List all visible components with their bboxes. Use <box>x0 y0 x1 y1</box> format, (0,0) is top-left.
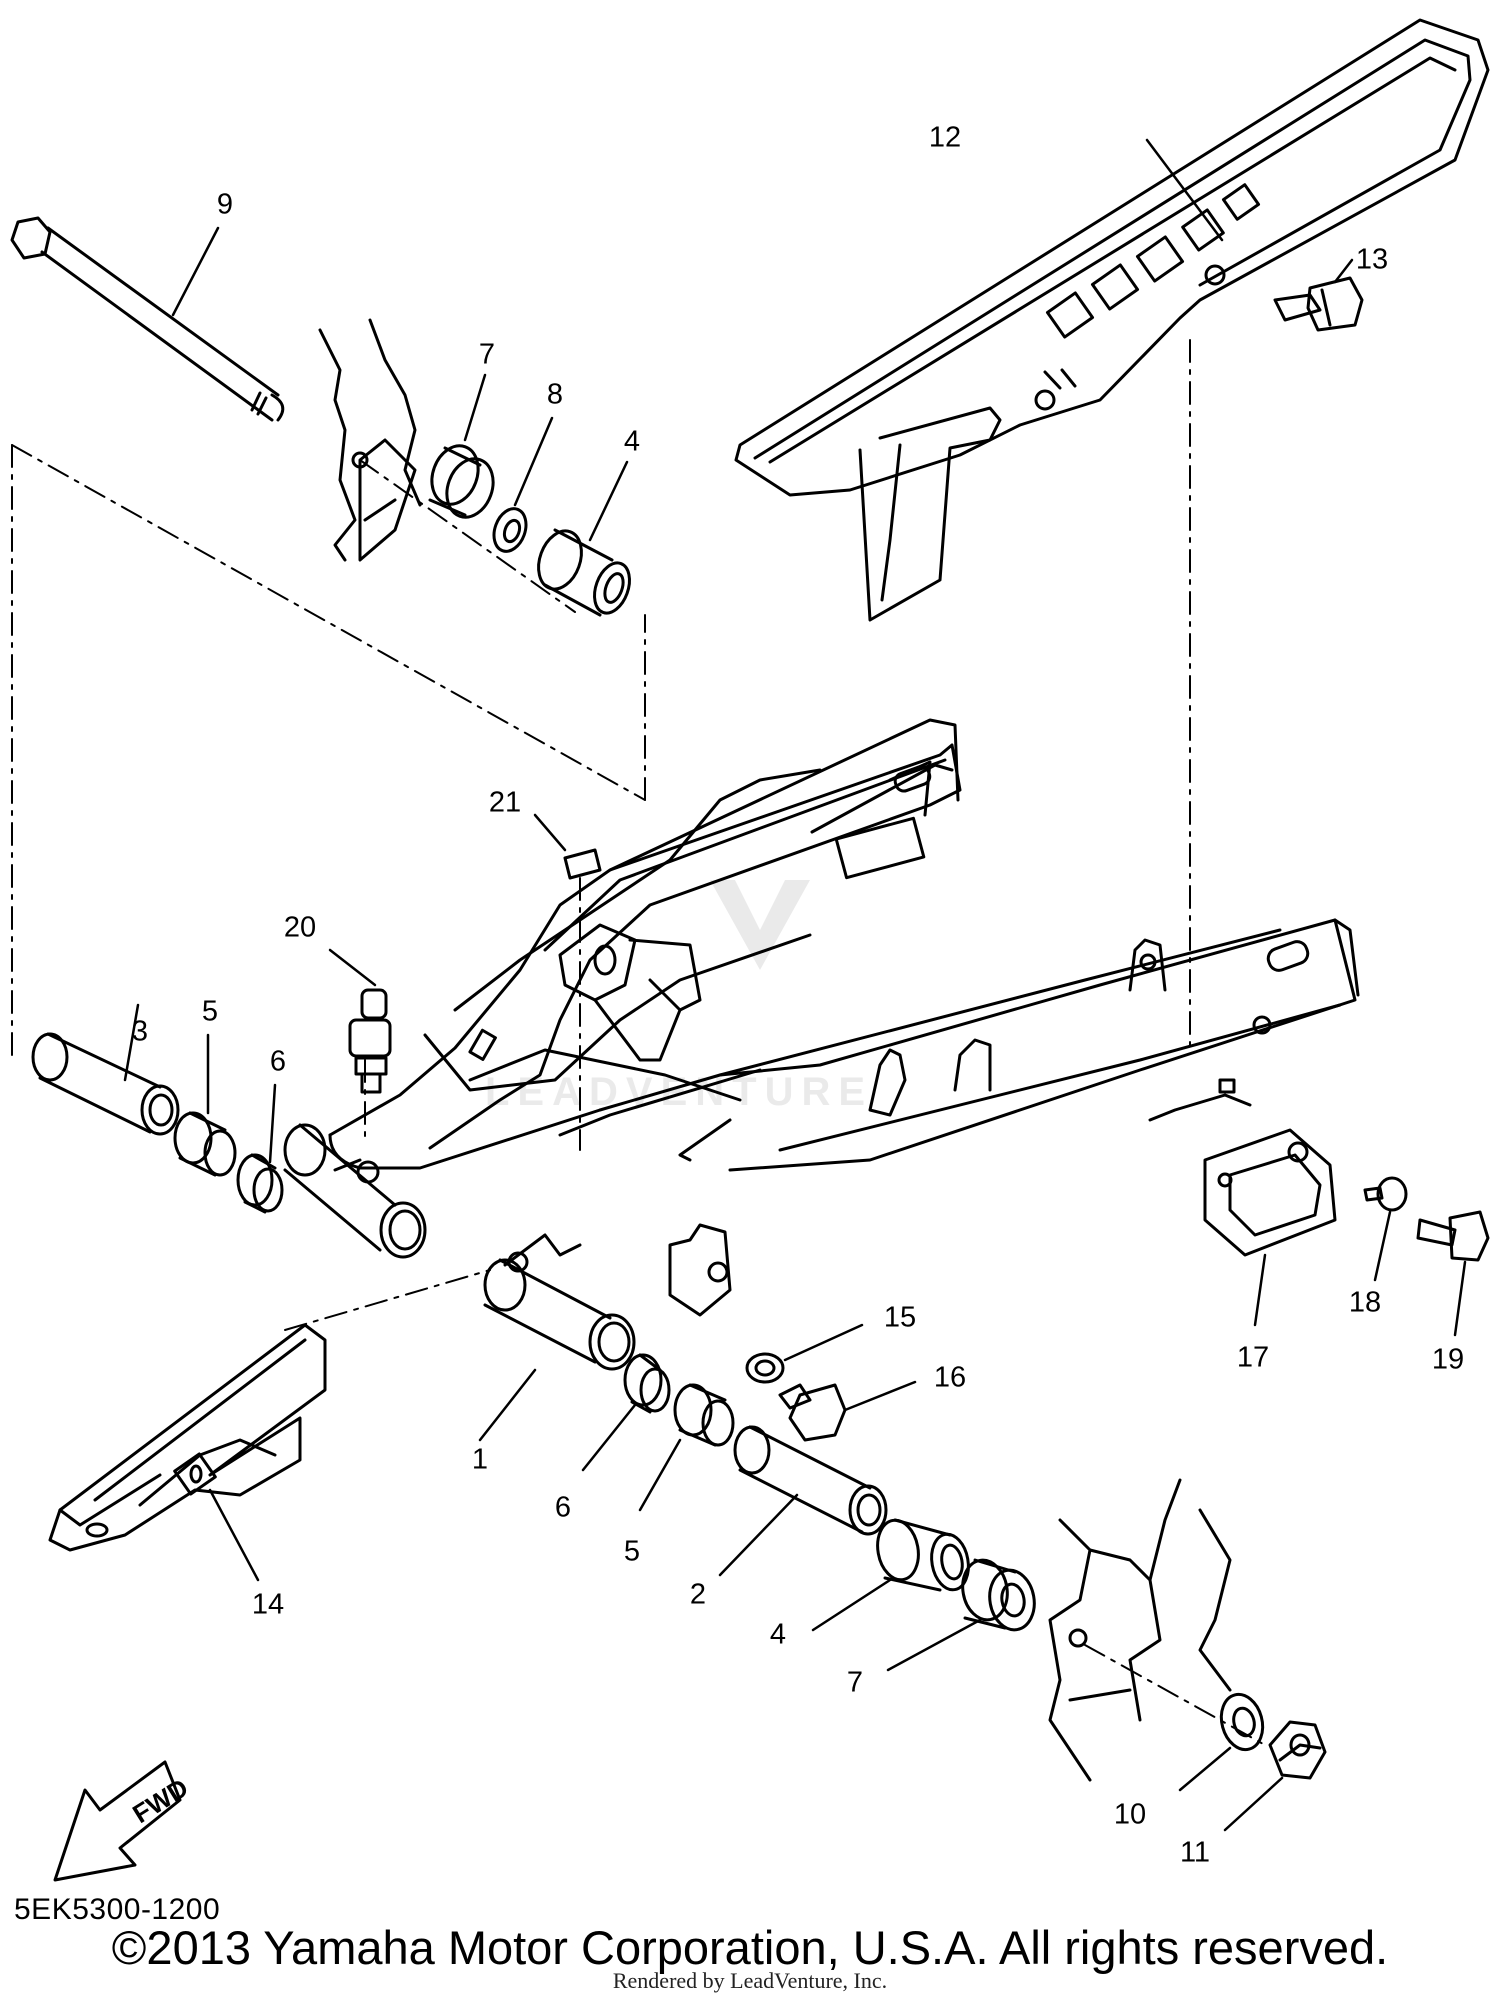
callout-5-lower: 5 <box>623 1535 641 1568</box>
grease-nipple-part <box>348 988 392 1094</box>
callout-11: 11 <box>1179 1836 1211 1869</box>
bushing-upper-part <box>537 528 631 617</box>
bushing-lower-part <box>876 1518 970 1592</box>
diagram-code: 5EK5300-1200 <box>14 1893 221 1926</box>
callout-6-upper: 6 <box>269 1045 287 1078</box>
collar-shaft-part <box>31 1032 180 1136</box>
oil-seal-part <box>236 1153 284 1214</box>
frame-mount-lower <box>1048 1478 1232 1782</box>
callout-19: 19 <box>1431 1343 1465 1376</box>
rendered-by-credit: Rendered by LeadVenture, Inc. <box>612 1968 888 1993</box>
callout-17: 17 <box>1236 1341 1270 1374</box>
chain-guard-bolt-part <box>1273 276 1364 332</box>
callout-6-lower: 6 <box>554 1491 572 1524</box>
pivot-shaft-part <box>10 216 285 422</box>
bolt-16-part <box>778 1383 847 1442</box>
nut-part <box>1268 1720 1327 1780</box>
callout-9: 9 <box>216 188 234 221</box>
copyright-notice: ©2013 Yamaha Motor Corporation, U.S.A. A… <box>111 1921 1389 1974</box>
forward-direction-arrow: FWD <box>53 1760 193 1882</box>
washer-10-part <box>1219 1692 1265 1752</box>
bearing-lower-part <box>673 1383 735 1447</box>
callout-16: 16 <box>933 1361 967 1394</box>
chain-puller-plate-part <box>1203 1128 1337 1257</box>
callout-14: 14 <box>251 1588 285 1621</box>
callout-2: 2 <box>689 1578 707 1611</box>
alignment-guides <box>11 339 1266 1746</box>
bolt-part <box>1416 1210 1490 1262</box>
chain-guard-part <box>734 18 1490 622</box>
callout-7-upper: 7 <box>478 338 496 371</box>
collar-shaft-lower-part <box>733 1425 888 1536</box>
swingarm-part <box>283 718 1360 1371</box>
watermark-text: LEADVENTURE <box>485 1070 874 1114</box>
callout-8: 8 <box>546 378 564 411</box>
callout-7-lower: 7 <box>846 1666 864 1699</box>
callout-3: 3 <box>131 1015 149 1048</box>
chain-slider-part <box>48 1323 327 1552</box>
callout-13: 13 <box>1355 243 1389 276</box>
leadventure-watermark-icon <box>710 880 810 970</box>
collar-upper-part <box>428 444 495 519</box>
callout-4-upper: 4 <box>623 425 641 458</box>
bearing-part <box>173 1111 237 1177</box>
callout-21: 21 <box>488 786 522 819</box>
small-screw-part <box>1363 1176 1408 1212</box>
callout-5-upper: 5 <box>201 995 219 1028</box>
washer-15-part <box>745 1352 785 1384</box>
callout-20: 20 <box>283 911 317 944</box>
callout-1: 1 <box>471 1443 489 1476</box>
washer-part <box>492 507 528 553</box>
oil-seal-lower-part <box>623 1353 671 1414</box>
callout-15: 15 <box>883 1301 917 1334</box>
callout-4-lower: 4 <box>769 1618 787 1651</box>
callout-10: 10 <box>1113 1798 1147 1831</box>
label-plate-part <box>563 848 602 880</box>
callout-12: 12 <box>928 121 962 154</box>
collar-lower-part <box>961 1558 1036 1632</box>
callout-18: 18 <box>1348 1286 1382 1319</box>
frame-mount-upper <box>318 318 422 562</box>
